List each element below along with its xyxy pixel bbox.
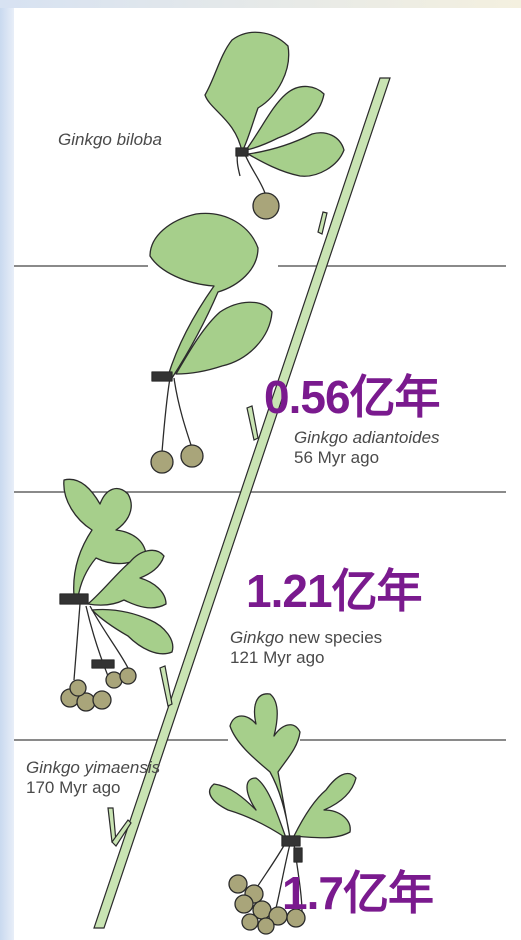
species-name-italic: Ginkgo bbox=[230, 628, 284, 647]
label-ginkgo-biloba: Ginkgo biloba bbox=[58, 130, 162, 150]
species-name: Ginkgo yimaensis bbox=[26, 758, 160, 777]
species-time: 121 Myr ago bbox=[230, 648, 325, 667]
label-ginkgo-new-species: Ginkgo new species 121 Myr ago bbox=[230, 628, 382, 668]
leaf-new-species bbox=[60, 479, 173, 711]
label-ginkgo-adiantoides: Ginkgo adiantoides 56 Myr ago bbox=[294, 428, 440, 468]
age-annotation-121: 1.21亿年 bbox=[246, 566, 422, 616]
label-ginkgo-yimaensis: Ginkgo yimaensis 170 Myr ago bbox=[26, 758, 160, 798]
species-time: 170 Myr ago bbox=[26, 778, 121, 797]
species-time: 56 Myr ago bbox=[294, 448, 379, 467]
species-name: Ginkgo biloba bbox=[58, 130, 162, 149]
leaf-biloba bbox=[205, 32, 344, 219]
species-name-rest: new species bbox=[284, 628, 382, 647]
age-annotation-17: 1.7亿年 bbox=[282, 868, 433, 918]
age-annotation-056: 0.56亿年 bbox=[264, 372, 440, 422]
species-name: Ginkgo adiantoides bbox=[294, 428, 440, 447]
